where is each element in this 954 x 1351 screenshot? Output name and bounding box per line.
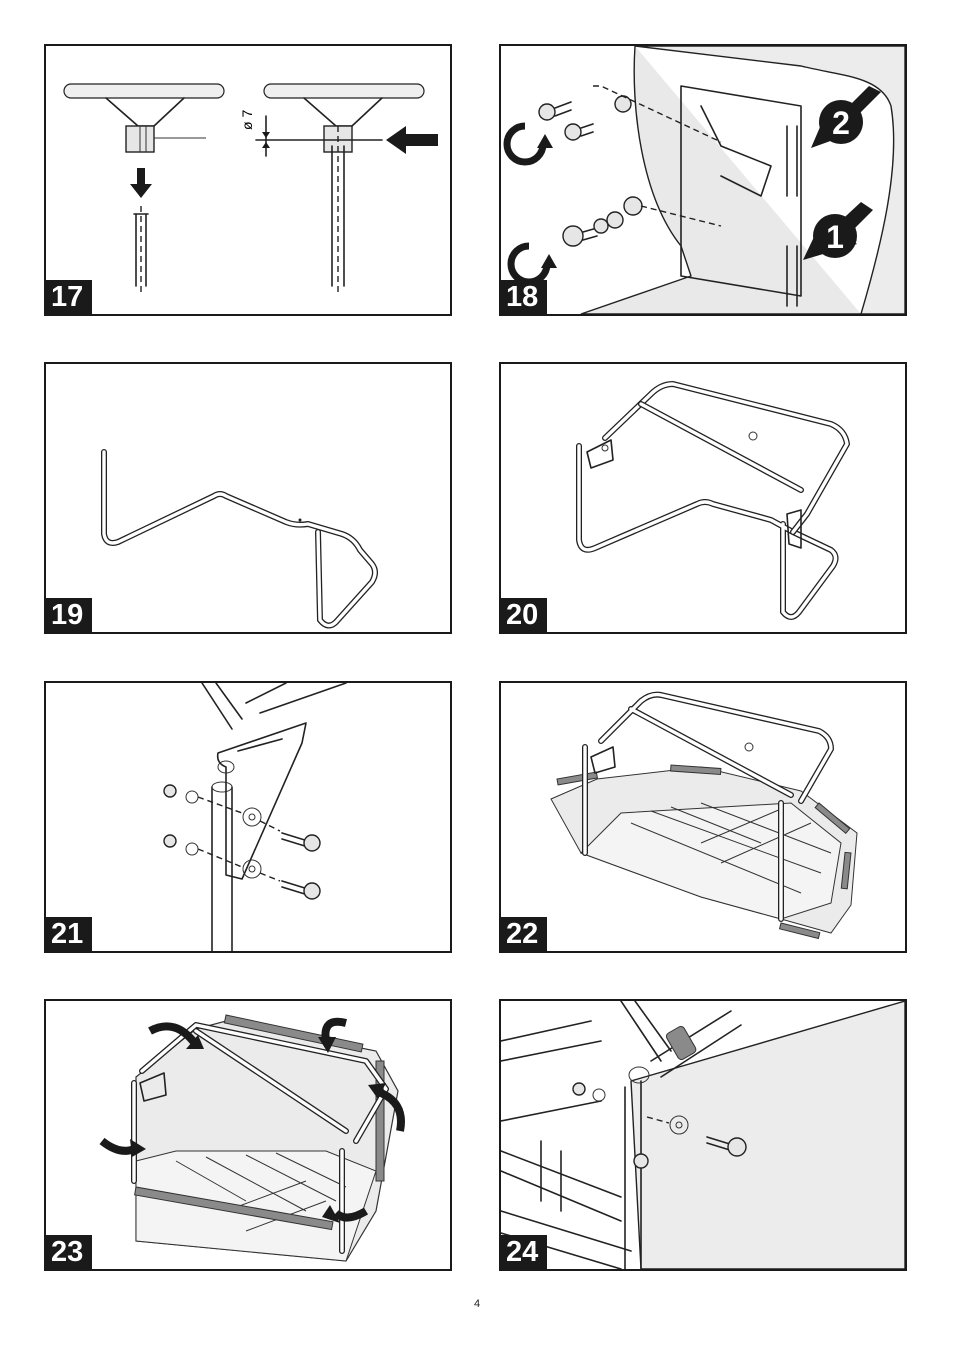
callout-1: 1 [826, 219, 844, 255]
panel-step-20: 20 [499, 362, 907, 634]
page-number: 4 [0, 1298, 954, 1310]
step-number: 20 [501, 598, 547, 632]
panel-step-18: 2 1 18 [499, 44, 907, 316]
step-number: 17 [46, 280, 92, 314]
step-number: 19 [46, 598, 92, 632]
bracket-bolts-illustration [46, 683, 450, 951]
panel-step-22: 22 [499, 681, 907, 953]
panel-step-23: 23 [44, 999, 452, 1271]
frame-assembly-illustration [501, 364, 905, 632]
panel-step-24: 24 [499, 999, 907, 1271]
step-number: 23 [46, 1235, 92, 1269]
basket-assembly-illustration [501, 683, 905, 951]
basket-cover-illustration [46, 1001, 450, 1269]
callout-2: 2 [832, 105, 850, 141]
dimension-label: ø 7 [239, 110, 255, 130]
panel-step-17: ø 7 17 [44, 44, 452, 316]
step-number: 21 [46, 917, 92, 951]
step-number: 22 [501, 917, 547, 951]
step-number: 18 [501, 280, 547, 314]
step-number: 24 [501, 1235, 547, 1269]
panel-step-19: 19 [44, 362, 452, 634]
panel-step-21: 21 [44, 681, 452, 953]
seat-bracket-illustration: 2 1 [501, 46, 905, 314]
steering-wheel-illustration: ø 7 [46, 46, 450, 314]
side-bolt-illustration [501, 1001, 905, 1269]
frame-tube-illustration [46, 364, 450, 632]
